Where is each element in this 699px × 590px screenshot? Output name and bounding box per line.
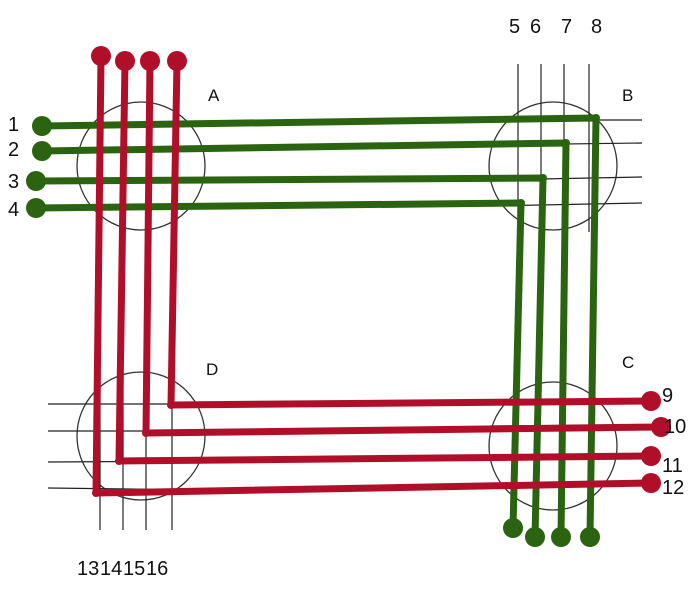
red-terminal-9: [641, 391, 661, 411]
number-label-4: 4: [8, 199, 19, 221]
green-terminal-2: [32, 141, 52, 161]
number-label-3: 3: [8, 171, 19, 193]
red-terminal-11: [641, 446, 661, 466]
number-label-11: 11: [662, 455, 683, 477]
number-label-7: 7: [561, 16, 572, 38]
green-terminal-3: [26, 171, 46, 191]
junction-circle-c: [488, 381, 618, 511]
number-label-13: 13: [77, 558, 99, 580]
number-label-10: 10: [664, 416, 686, 438]
red-terminal-14: [115, 51, 135, 71]
zone-label-b: B: [622, 86, 633, 105]
red-terminals: [91, 46, 671, 493]
number-label-15: 15: [123, 558, 145, 580]
green-wire-4: [35, 199, 525, 529]
junction-circle-b: [488, 101, 618, 231]
green-terminal-1: [32, 116, 52, 136]
junction-circle-d: [76, 371, 206, 501]
number-label-6: 6: [530, 16, 541, 38]
red-terminal-12: [641, 473, 661, 493]
red-terminal-15: [140, 51, 160, 71]
number-label-2: 2: [8, 139, 19, 161]
red-terminal-13: [91, 46, 111, 66]
green-terminal-5: [503, 518, 523, 538]
red-wire-4: [167, 60, 652, 409]
red-terminal-16: [167, 51, 187, 71]
number-label-14: 14: [100, 558, 122, 580]
number-label-1: 1: [8, 114, 19, 136]
zone-label-c: C: [622, 353, 634, 372]
number-label-5: 5: [509, 16, 520, 38]
green-terminals: [26, 116, 600, 547]
green-terminal-7: [551, 527, 571, 547]
number-label-9: 9: [662, 385, 673, 407]
number-label-16: 16: [146, 558, 168, 580]
grid-lines-d: [47, 372, 205, 530]
red-junction-dots: [92, 401, 175, 497]
zone-label-a: A: [208, 86, 220, 105]
number-label-12: 12: [662, 477, 684, 499]
number-label-8: 8: [591, 16, 602, 38]
green-terminal-8: [580, 527, 600, 547]
zone-label-d: D: [206, 360, 218, 379]
junction-circle-a: [76, 101, 206, 231]
red-terminal-10: [651, 417, 671, 437]
green-junction-dots: [517, 114, 600, 207]
green-terminal-6: [525, 527, 545, 547]
green-terminal-4: [26, 198, 46, 218]
